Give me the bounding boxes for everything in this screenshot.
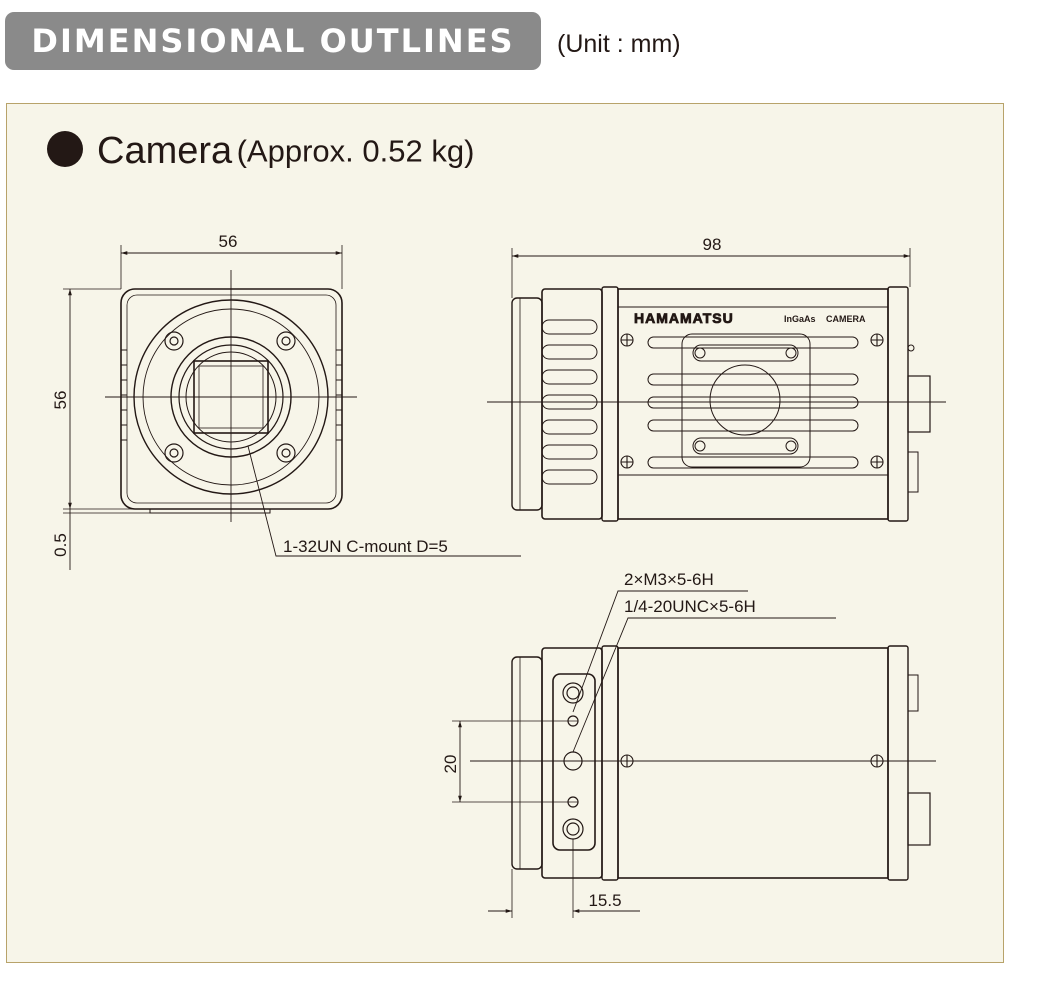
bottom-connector-top	[907, 674, 919, 712]
side-ring	[601, 286, 619, 522]
tripod-callout: 1/4-20UNC×5-6H	[624, 597, 756, 616]
side-connector-top	[907, 375, 931, 433]
front-body	[120, 288, 343, 510]
mount-callout: 1-32UN C-mount D=5	[283, 537, 448, 556]
screw-callout: 2×M3×5-6H	[624, 570, 714, 589]
unit-note: (Unit : mm)	[557, 30, 681, 58]
side-screws	[620, 333, 884, 469]
camera-heading: Camera (Approx. 0.52 kg)	[47, 130, 474, 180]
bullet-icon	[47, 130, 83, 167]
bottom-flange	[511, 656, 543, 870]
front-screws	[164, 331, 296, 463]
side-dim-length: 98	[703, 235, 722, 254]
side-vent-slots	[647, 336, 859, 469]
side-rear-cap	[887, 286, 909, 522]
bottom-main-body	[617, 647, 889, 879]
front-view	[63, 245, 521, 570]
camera-title: Camera	[97, 130, 233, 172]
side-view	[487, 248, 946, 522]
side-connector-bottom	[907, 451, 919, 493]
section-header-badge: DIMENSIONAL OUTLINES	[5, 12, 541, 70]
bottom-ring	[601, 645, 619, 881]
bottom-view	[452, 590, 936, 918]
front-dim-width: 56	[219, 232, 238, 251]
front-dim-height: 56	[51, 391, 70, 410]
bottom-dim-spacing: 20	[441, 755, 460, 774]
screw-leader	[572, 590, 748, 713]
front-foot	[149, 509, 271, 514]
bottom-connector-bottom	[907, 792, 931, 846]
side-model: InGaAs	[784, 314, 816, 324]
side-fan	[681, 333, 811, 468]
bottom-dim-offset: 15.5	[588, 891, 621, 910]
side-flange	[511, 297, 543, 511]
section-header-title: DIMENSIONAL OUTLINES	[31, 22, 515, 60]
front-dim-offset: 0.5	[51, 533, 70, 557]
drawing-panel	[6, 103, 1004, 963]
front-side-grooves	[121, 349, 342, 441]
side-product: CAMERA	[826, 314, 866, 324]
front-body-inner	[126, 294, 337, 504]
tripod-plate	[552, 673, 596, 851]
camera-weight: (Approx. 0.52 kg)	[236, 133, 475, 169]
mount-leader	[247, 445, 521, 557]
tripod-leader	[572, 617, 836, 753]
bottom-rear-cap	[887, 645, 909, 881]
side-brand: HAMAMATSU	[634, 310, 734, 326]
